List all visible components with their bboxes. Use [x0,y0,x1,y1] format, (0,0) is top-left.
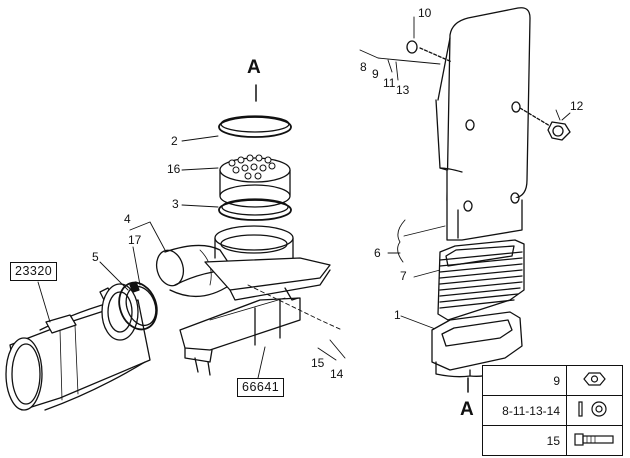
callout-16: 16 [167,162,181,176]
legend-row: 8-11-13-14 [482,395,623,426]
outlet-adapter [431,311,523,378]
washer-icon [578,401,607,417]
callout-14: 14 [330,367,344,381]
rubber-bellows [437,239,525,321]
leader-lines-left [37,135,346,379]
leader-lines-right [359,16,571,331]
callout-9: 9 [372,67,379,81]
callout-17: 17 [128,233,142,247]
callout-7: 7 [400,269,407,283]
callout-1: 1 [394,308,401,322]
callout-8: 8 [360,60,367,74]
ref-box-66641: 66641 [237,378,285,397]
mounting-plate [435,7,531,241]
callout-13: 13 [396,83,410,97]
bolt-icon [574,433,614,446]
callout-2: 2 [171,134,178,148]
callout-10: 10 [418,6,432,20]
legend-code: 9 [482,365,567,396]
callout-15: 15 [311,356,325,370]
callout-11: 11 [383,76,396,90]
callout-3: 3 [172,197,179,211]
nut-icon [583,372,606,386]
section-mark-top: A [247,57,261,78]
callout-4: 4 [124,212,131,226]
hose-clamp [118,281,158,331]
intake-duct [179,257,331,376]
screw-with-washer [519,107,571,141]
callout-6: 6 [374,246,381,260]
legend-row: 15 [482,425,623,456]
section-mark-bottom: A [460,399,474,420]
precleaner-stack [214,115,294,259]
legend-row: 9 [482,365,623,396]
callout-5: 5 [92,250,99,264]
callout-12: 12 [570,99,584,113]
ref-box-23320: 23320 [10,262,58,281]
legend-code: 8-11-13-14 [482,395,567,426]
fastener-legend: 9 8-11-13-14 15 [482,365,623,456]
air-cleaner-housing [5,283,151,411]
grommet [406,40,453,63]
legend-code: 15 [482,425,567,456]
